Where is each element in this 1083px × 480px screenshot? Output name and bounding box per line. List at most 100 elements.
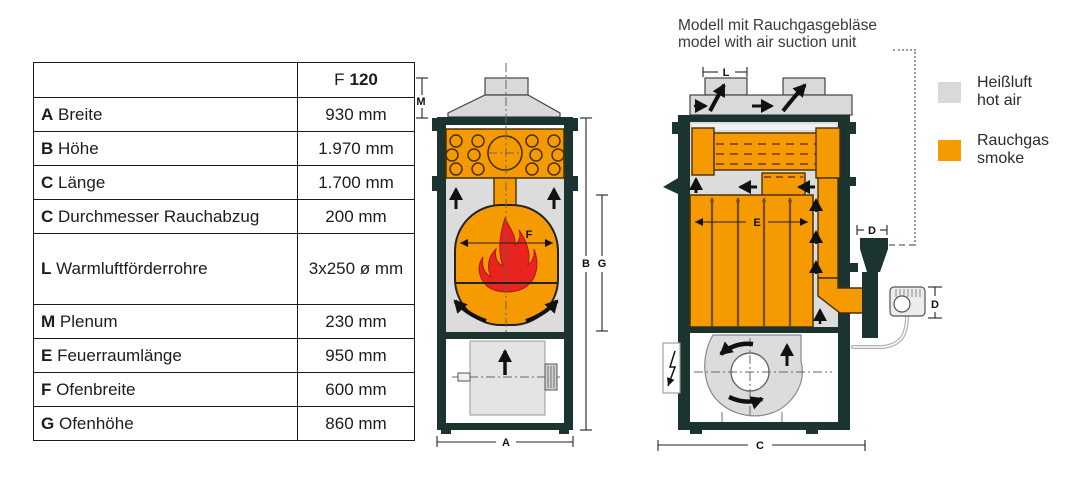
- row-key: G: [41, 413, 55, 433]
- lightning-icon: [667, 350, 677, 387]
- row-key: E: [41, 345, 53, 365]
- row-label: Ofenbreite: [56, 379, 136, 399]
- row-label: Plenum: [59, 311, 118, 331]
- foot: [559, 430, 569, 434]
- row-label: Warmluftförderrohre: [56, 259, 208, 278]
- funnel: [860, 249, 888, 272]
- row-value: 3x250 ø mm: [297, 233, 415, 305]
- frame-notch: [850, 263, 858, 272]
- title-english: model with air suction unit: [678, 34, 857, 51]
- dim-label-G: G: [598, 258, 607, 270]
- row-key: A: [41, 104, 54, 124]
- dim-label-F: F: [526, 229, 533, 241]
- frame-tab: [573, 118, 578, 131]
- motor-shaft: [893, 295, 911, 313]
- frame-tab: [432, 118, 437, 131]
- divider-band: [678, 327, 850, 333]
- dim-D-horizontal: D: [856, 225, 888, 237]
- hot-air-swatch: [938, 82, 961, 103]
- exhaust-duct: [862, 272, 878, 338]
- side-view-diagram: L: [657, 67, 942, 452]
- door-panel: [469, 340, 546, 416]
- dim-label-D: D: [931, 299, 939, 311]
- firebox: [689, 194, 814, 328]
- rotation-arrow: [728, 394, 764, 410]
- row-label: Ofenhöhe: [58, 413, 134, 433]
- row-key: F: [41, 379, 52, 399]
- dim-label-A: A: [502, 437, 510, 449]
- curved-arrow: [525, 299, 559, 323]
- legend-smoke: Rauchgas smoke: [938, 132, 1049, 168]
- leader-line: [889, 244, 915, 246]
- motor-cable: [851, 314, 909, 349]
- dim-label-M: M: [416, 96, 425, 108]
- dim-C: C: [657, 440, 866, 452]
- leader-line: [893, 49, 916, 51]
- frame-tab: [672, 122, 678, 134]
- door-handle: [544, 363, 558, 391]
- row-label: Breite: [58, 104, 103, 124]
- dim-label-E: E: [753, 217, 760, 229]
- dim-label-D: D: [868, 225, 876, 237]
- smoke-downcomer: [817, 177, 839, 279]
- base-band: [437, 423, 573, 430]
- dim-M: M: [416, 77, 428, 119]
- row-key: C: [41, 172, 54, 192]
- funnel-top: [860, 238, 888, 249]
- dim-label-B: B: [582, 258, 590, 270]
- dim-E: E: [695, 217, 808, 229]
- front-view-diagram: M: [416, 63, 608, 449]
- table-row: C Durchmesser Rauchabzug 200 mm: [33, 199, 415, 234]
- motor-cable-core: [852, 315, 908, 348]
- frame-bracket: [663, 178, 678, 194]
- dim-D-vertical: D: [928, 286, 942, 319]
- frame-tab: [850, 122, 856, 134]
- dim-label-C: C: [756, 440, 764, 452]
- dim-G: G: [596, 194, 608, 332]
- top-strip: [692, 124, 836, 130]
- row-value: 860 mm: [297, 406, 415, 441]
- divider-caps: [710, 199, 792, 203]
- heat-exchanger: [445, 128, 565, 179]
- row-key: C: [41, 206, 54, 226]
- header-empty-cell: [33, 62, 298, 98]
- frame-tab: [573, 176, 578, 191]
- frame-tab: [850, 177, 856, 186]
- row-value: 200 mm: [297, 199, 415, 234]
- row-label: Durchmesser Rauchabzug: [58, 206, 260, 226]
- table-row: M Plenum 230 mm: [33, 304, 415, 339]
- tube-bundle: [691, 127, 841, 179]
- table-row: G Ofenhöhe 860 mm: [33, 406, 415, 441]
- smoke-label-de: Rauchgas: [977, 132, 1050, 149]
- dim-A: A: [436, 436, 574, 449]
- dim-F: F: [460, 229, 553, 247]
- frame-tab: [432, 176, 437, 191]
- foot: [806, 430, 818, 434]
- suction-unit: [850, 238, 888, 338]
- motor-hatch: [895, 289, 921, 297]
- row-key: B: [41, 138, 54, 158]
- table-row: F Ofenbreite 600 mm: [33, 372, 415, 407]
- dim-label-L: L: [723, 67, 730, 79]
- diagram-title: Modell mit Rauchgasgebläse model with ai…: [678, 17, 877, 51]
- row-key: M: [41, 311, 56, 331]
- air-outlet-stub: [704, 77, 748, 96]
- flow-arrow: [708, 83, 726, 112]
- row-label: Höhe: [58, 138, 99, 158]
- curved-arrow: [453, 299, 487, 323]
- model-prefix: F: [334, 70, 345, 89]
- door-latch: [457, 372, 471, 382]
- electrical-box: [662, 342, 681, 394]
- table-row: B Höhe 1.970 mm: [33, 131, 415, 166]
- row-value: 600 mm: [297, 372, 415, 407]
- foot: [690, 430, 702, 434]
- hot-air-label-en: hot air: [977, 92, 1022, 109]
- model-number: 120: [349, 70, 378, 89]
- row-value: 950 mm: [297, 338, 415, 373]
- table-row: A Breite 930 mm: [33, 97, 415, 132]
- table-row: C Länge 1.700 mm: [33, 165, 415, 200]
- row-value: 1.700 mm: [297, 165, 415, 200]
- smoke-label-en: smoke: [977, 150, 1025, 167]
